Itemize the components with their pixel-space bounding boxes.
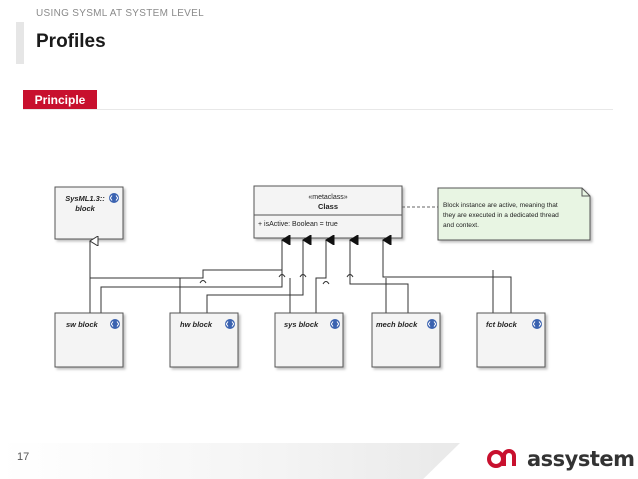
element-options-icon[interactable] — [330, 319, 340, 329]
footer-band — [0, 443, 460, 479]
block-sys-label: sys block — [284, 320, 319, 329]
metaclass-class-box[interactable]: «metaclass» Class + isActive: Boolean = … — [253, 185, 403, 239]
block-sys[interactable]: sys block — [274, 312, 344, 368]
extension-hw — [206, 240, 303, 313]
block-mech-label: mech block — [376, 320, 418, 329]
block-sw-label: sw block — [66, 320, 99, 329]
note-box[interactable]: Block instance are active, meaning that … — [437, 187, 591, 241]
element-options-icon[interactable] — [532, 319, 542, 329]
header-divider — [23, 109, 613, 110]
page-number: 17 — [17, 451, 30, 463]
note-line-1: Block instance are active, meaning that — [443, 202, 558, 209]
element-options-icon[interactable] — [427, 319, 437, 329]
element-options-icon[interactable] — [110, 319, 120, 329]
metaclass-name: Class — [318, 202, 338, 211]
extension-sw — [100, 240, 282, 313]
block-fct-label: fct block — [486, 320, 518, 329]
block-mech[interactable]: mech block — [371, 312, 441, 368]
page-title: Profiles — [36, 31, 106, 52]
block-hw-label: hw block — [180, 320, 213, 329]
sysml-block-name: block — [75, 204, 95, 213]
sysml-block-box[interactable]: SysML1.3:: block — [54, 186, 124, 240]
element-options-icon[interactable] — [225, 319, 235, 329]
extension-sys — [315, 240, 326, 313]
section-label: USING SYSML AT SYSTEM LEVEL — [36, 8, 204, 19]
element-options-icon[interactable] — [109, 193, 119, 203]
principle-tag: Principle — [23, 90, 97, 110]
generalization-bus — [90, 269, 282, 279]
note-line-3: and context. — [443, 222, 479, 229]
metaclass-attribute: + isActive: Boolean = true — [258, 221, 338, 228]
block-sw[interactable]: sw block — [54, 312, 124, 368]
assystem-logo: assystem — [487, 446, 635, 472]
sysml-block-stereotype: SysML1.3:: — [65, 194, 105, 203]
note-line-2: they are executed in a dedicated thread — [443, 212, 559, 219]
extension-mech — [350, 240, 409, 313]
brand-name: assystem — [527, 447, 635, 471]
extension-fct — [383, 240, 512, 313]
block-hw[interactable]: hw block — [169, 312, 239, 368]
block-fct[interactable]: fct block — [476, 312, 546, 368]
header-accent-bar — [16, 22, 24, 64]
assystem-logo-mark — [487, 449, 516, 468]
metaclass-stereotype: «metaclass» — [308, 194, 347, 201]
